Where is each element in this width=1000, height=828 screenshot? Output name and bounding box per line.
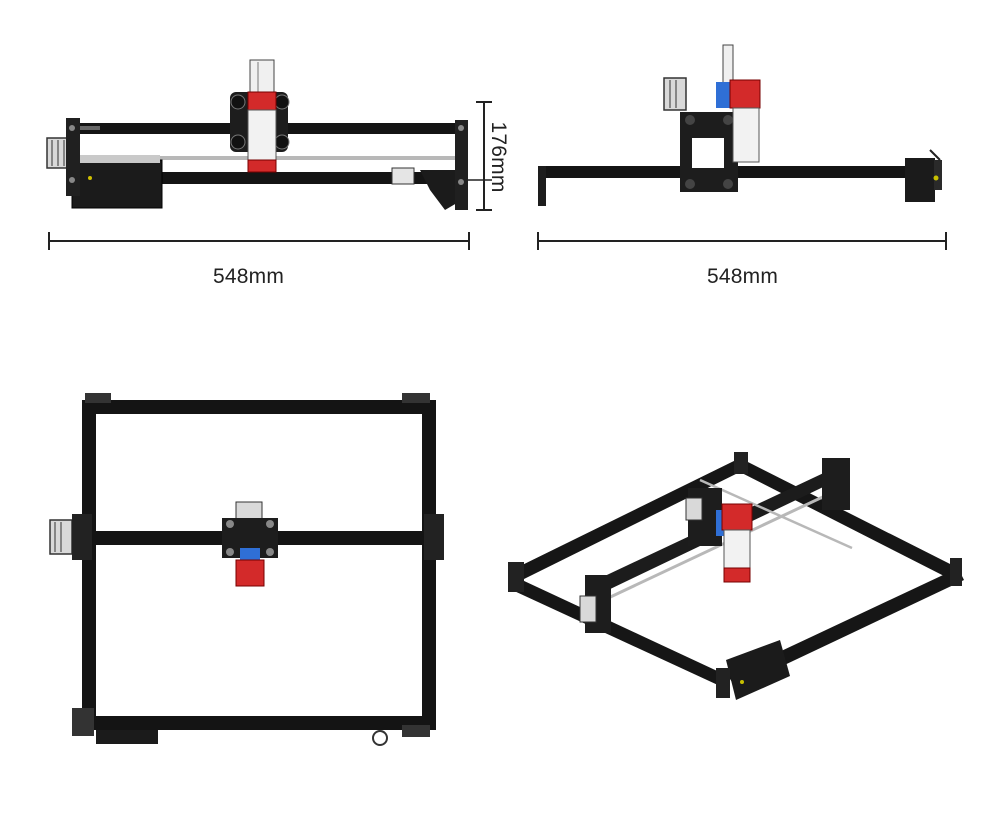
front-view — [46, 59, 492, 250]
top-view — [49, 393, 444, 746]
isometric-view — [508, 452, 964, 700]
side-view-width-label: 548mm — [707, 265, 779, 288]
front-view-height-text: 176mm — [487, 121, 510, 193]
front-view-height-label: 176mm — [478, 112, 518, 202]
side-view — [537, 44, 947, 250]
front-view-width-label: 548mm — [213, 265, 285, 288]
